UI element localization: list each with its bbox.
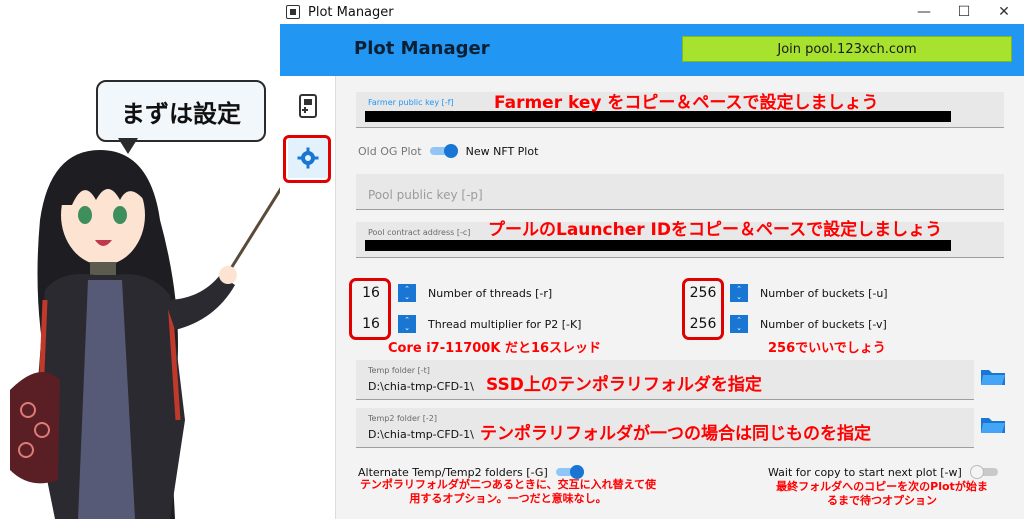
farmer-key-field[interactable]: Farmer public key [-f] [356, 92, 1004, 128]
title-bar: Plot Manager — ☐ ✕ [280, 0, 1024, 24]
window-title: Plot Manager [308, 4, 394, 20]
threads-highlight [349, 278, 391, 340]
farmer-key-label: Farmer public key [-f] [368, 98, 454, 107]
temp2-folder-label: Temp2 folder [-2] [368, 414, 437, 423]
speech-bubble-tail [118, 138, 138, 154]
annotation-wait: 最終フォルダへのコピーを次のPlotが始まるまで待つオプション [776, 480, 988, 507]
temp-folder-value: D:\chia-tmp-CFD-1\ [368, 380, 474, 393]
multiplier-label: Thread multiplier for P2 [-K] [428, 318, 582, 331]
annotation-launcher: プールのLauncher IDをコピー＆ペースで設定しましょう [488, 220, 943, 240]
pool-contract-label: Pool contract address [-c] [368, 228, 471, 237]
temp-folder-field[interactable]: Temp folder [-t] D:\chia-tmp-CFD-1\ [356, 360, 974, 400]
wait-label: Wait for copy to start next plot [-w] [768, 465, 962, 479]
buckets-v-label: Number of buckets [-v] [760, 318, 887, 331]
buckets-v-stepper[interactable]: ⌃⌄ [730, 315, 748, 333]
character-drawing [10, 150, 302, 519]
close-icon[interactable]: ✕ [998, 4, 1010, 20]
speech-bubble-text: まずは設定 [121, 99, 241, 128]
annotation-core: Core i7-11700K だと16スレッド [388, 341, 602, 356]
buckets-u-input[interactable]: 256 [689, 285, 717, 301]
alternate-row: Alternate Temp/Temp2 folders [-G] [358, 465, 592, 479]
pool-key-field[interactable]: Pool public key [-p] [356, 174, 1004, 210]
app-icon [286, 5, 300, 19]
plot-drive-icon [299, 94, 317, 118]
temp-folder-open-icon[interactable] [980, 367, 1006, 387]
annotation-temp2: テンポラリフォルダが一つの場合は同じものを指定 [480, 424, 871, 444]
app-header: Plot Manager Join pool.123xch.com [280, 24, 1024, 76]
plot-manager-window: Plot Manager — ☐ ✕ Plot Manager Join poo… [280, 0, 1024, 519]
buckets-u-label: Number of buckets [-u] [760, 287, 888, 300]
character-illustration: まずは設定 [0, 0, 302, 519]
join-pool-button[interactable]: Join pool.123xch.com [682, 36, 1012, 62]
old-og-plot-label: Old OG Plot [358, 144, 422, 158]
buckets-u-stepper[interactable]: ⌃⌄ [730, 284, 748, 302]
plot-type-switch-row: Old OG Plot New NFT Plot [358, 144, 538, 158]
pool-key-placeholder: Pool public key [-p] [368, 188, 483, 202]
temp2-folder-open-icon[interactable] [980, 415, 1006, 435]
maximize-icon[interactable]: ☐ [957, 4, 971, 20]
threads-input[interactable]: 16 [362, 285, 380, 301]
sidebar-item-plot[interactable] [288, 86, 328, 126]
settings-highlight [283, 135, 331, 183]
settings-panel: Farmer public key [-f] Farmer key をコピー＆ペ… [336, 76, 1024, 519]
new-nft-plot-label: New NFT Plot [465, 144, 539, 158]
temp-folder-label: Temp folder [-t] [368, 366, 430, 375]
multiplier-input[interactable]: 16 [362, 316, 380, 332]
pool-contract-redacted [365, 240, 951, 251]
temp2-folder-field[interactable]: Temp2 folder [-2] D:\chia-tmp-CFD-1\ [356, 408, 974, 448]
header-title: Plot Manager [354, 38, 490, 59]
buckets-v-input[interactable]: 256 [689, 316, 717, 332]
annotation-buckets: 256でいいでしょう [768, 341, 886, 356]
gear-icon [297, 147, 319, 169]
alternate-toggle[interactable] [555, 465, 584, 479]
wait-toggle[interactable] [969, 465, 998, 479]
plot-type-toggle[interactable] [429, 144, 458, 158]
threads-label: Number of threads [-r] [428, 287, 553, 300]
minimize-icon[interactable]: — [917, 4, 931, 20]
annotation-ssd: SSD上のテンポラリフォルダを指定 [486, 375, 762, 395]
alternate-label: Alternate Temp/Temp2 folders [-G] [358, 465, 548, 479]
pool-contract-field[interactable]: Pool contract address [-c] [356, 222, 1004, 258]
sidebar-item-settings[interactable] [288, 138, 328, 178]
farmer-key-redacted [365, 111, 951, 122]
sidebar [280, 76, 336, 519]
wait-row: Wait for copy to start next plot [-w] [768, 465, 1006, 479]
multiplier-stepper[interactable]: ⌃⌄ [398, 315, 416, 333]
temp2-folder-value: D:\chia-tmp-CFD-1\ [368, 428, 474, 441]
annotation-farmer: Farmer key をコピー＆ペースで設定しましょう [494, 93, 879, 113]
buckets-highlight [682, 278, 724, 340]
threads-stepper[interactable]: ⌃⌄ [398, 284, 416, 302]
annotation-alternate: テンポラリフォルダが二つあるときに、交互に入れ替えて使用するオプション。一つだと… [359, 478, 657, 505]
speech-bubble: まずは設定 [96, 80, 266, 142]
